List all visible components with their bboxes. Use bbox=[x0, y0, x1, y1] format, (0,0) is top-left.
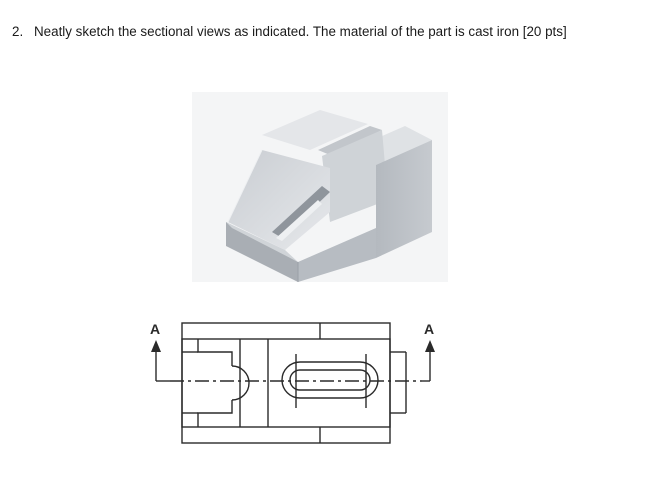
slot-outer bbox=[281, 361, 379, 399]
left-slot-end bbox=[231, 365, 250, 401]
right-section-arrow bbox=[425, 340, 435, 352]
question-body: Neatly sketch the sectional views as ind… bbox=[34, 24, 567, 39]
left-step-lines bbox=[197, 339, 233, 366]
question-number: 2. bbox=[12, 24, 24, 39]
section-label-right: A bbox=[424, 321, 434, 337]
plan-outline bbox=[181, 322, 391, 444]
plan-inner-outline bbox=[181, 338, 391, 428]
section-label-left: A bbox=[150, 321, 160, 337]
question-text: 2. Neatly sketch the sectional views as i… bbox=[12, 24, 567, 39]
left-section-arrow bbox=[151, 340, 161, 352]
slot-inner bbox=[289, 369, 371, 391]
